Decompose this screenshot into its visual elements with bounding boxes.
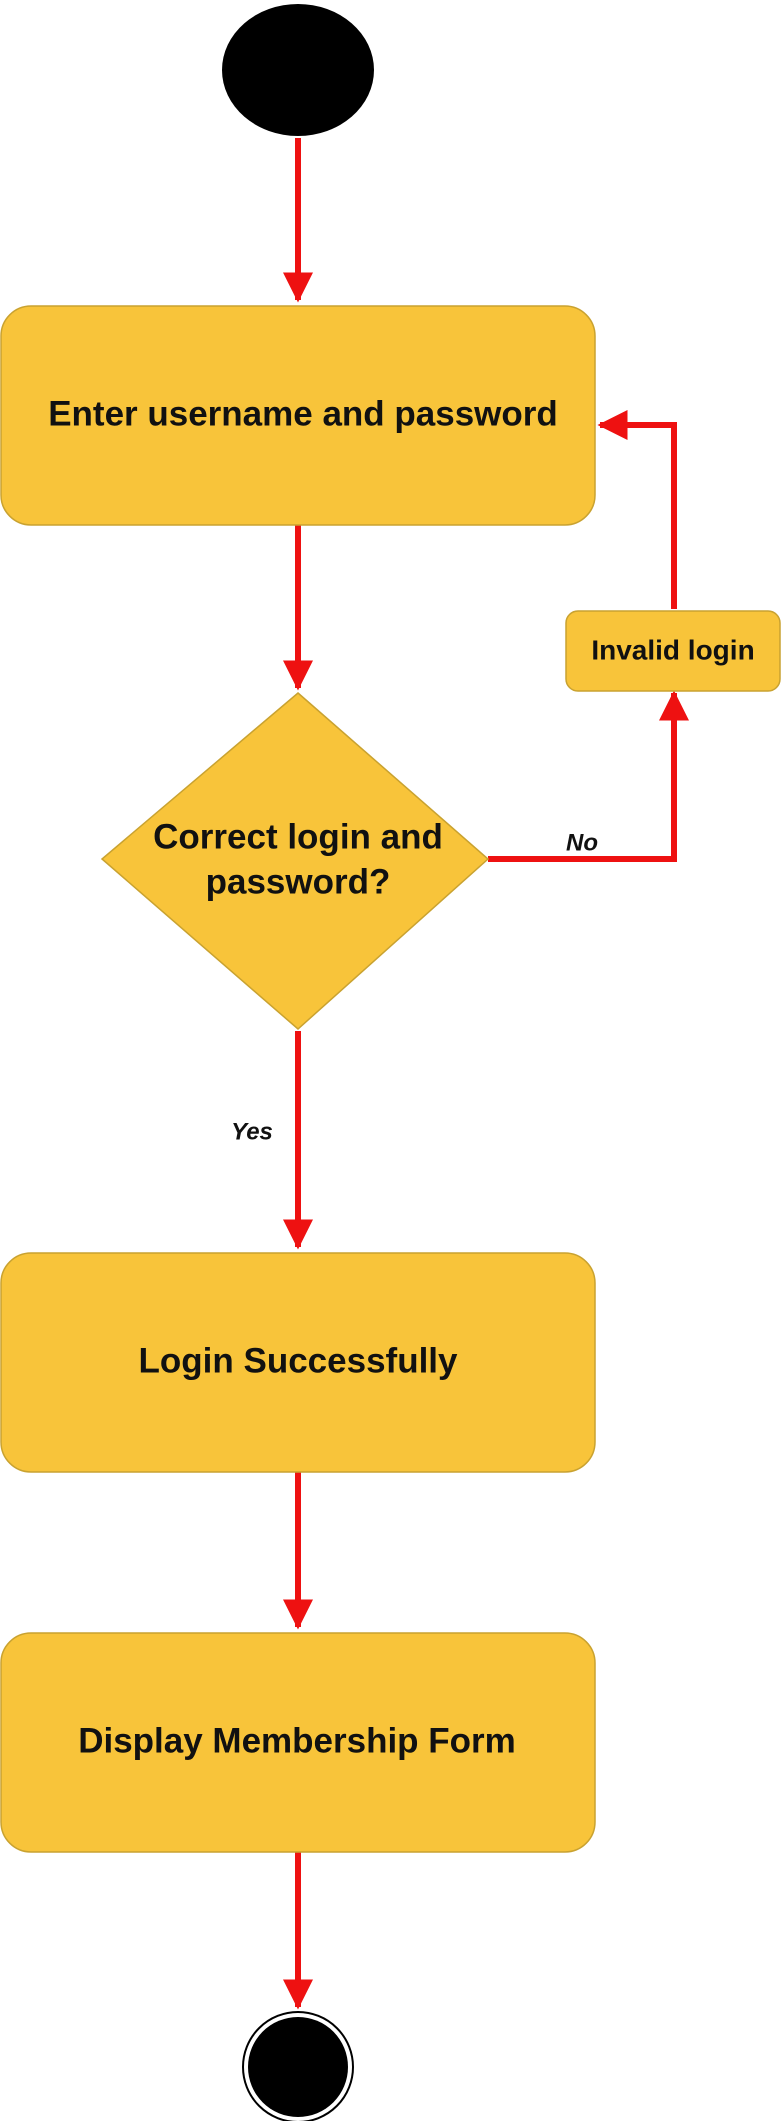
decision-label-line1: Correct login and [153,817,443,856]
display-form-label: Display Membership Form [78,1721,516,1760]
enter-credentials-node [0,305,596,526]
end-node [248,2017,348,2117]
invalid-login-node [565,610,781,692]
display-form-node [0,1632,596,1853]
enter-credentials-label: Enter username and password [48,394,558,433]
edge-label-yes: Yes [231,1118,273,1145]
decision-node [100,692,490,1030]
edge-label-no: No [566,829,598,856]
edge-invalid-to-enter [597,410,677,609]
invalid-login-label: Invalid login [591,634,754,665]
decision-label-line2: password? [206,862,391,901]
login-success-label: Login Successfully [139,1341,458,1380]
login-success-node [0,1252,596,1473]
start-node [222,4,374,136]
edge-decision-to-invalid [488,690,689,862]
